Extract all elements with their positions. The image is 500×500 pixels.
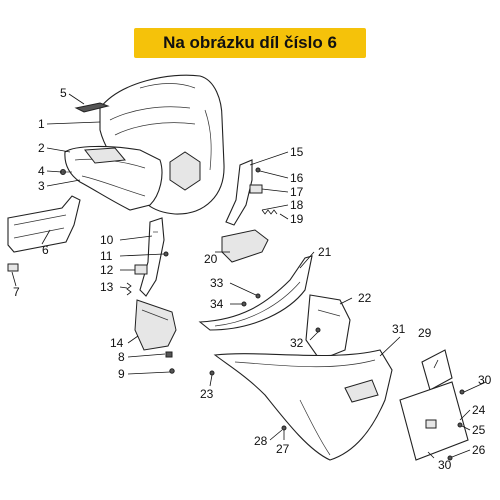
leader-lines [11, 93, 487, 459]
part-7-clip [7, 263, 19, 272]
part-15-19-upper-hinge [225, 159, 278, 226]
callout-28: 28 [254, 434, 268, 448]
part-22-32-central [305, 294, 351, 361]
callout-23: 23 [200, 387, 214, 401]
callout-24: 24 [472, 403, 486, 417]
title-text: Na obrázku díl číslo 6 [163, 33, 337, 52]
callout-29: 29 [418, 326, 432, 340]
part-20-small-lid [221, 229, 269, 263]
part-14-lid [134, 299, 177, 351]
callout-17: 17 [290, 185, 304, 199]
callout-14: 14 [110, 336, 124, 350]
callout-3: 3 [38, 179, 45, 193]
callout-32: 32 [290, 336, 304, 350]
callout-16: 16 [290, 171, 304, 185]
callout-7: 7 [13, 285, 20, 299]
part-31-mudguard [209, 349, 393, 461]
callout-2: 2 [38, 141, 45, 155]
part-10-12-bracket [134, 217, 169, 297]
part-13-spring [126, 282, 132, 296]
callout-31: 31 [392, 322, 406, 336]
callout-12: 12 [100, 263, 114, 277]
callout-26: 26 [472, 443, 486, 457]
callout-labels: 1 2 3 4 5 6 7 8 9 10 11 12 13 14 15 16 1… [13, 86, 492, 472]
callout-21: 21 [318, 245, 332, 259]
part-29-plate-bracket [399, 349, 469, 461]
callout-25: 25 [472, 423, 486, 437]
callout-30-top: 30 [478, 373, 492, 387]
callout-15: 15 [290, 145, 304, 159]
callout-33: 33 [210, 276, 224, 290]
part-5-badge [74, 102, 110, 113]
callout-4: 4 [38, 164, 45, 178]
callout-27: 27 [276, 442, 290, 456]
title-banner: Na obrázku díl číslo 6 [134, 28, 366, 58]
part-2-3-rail [64, 145, 163, 211]
callout-20: 20 [204, 252, 218, 266]
part-6-side-panel [7, 195, 81, 253]
callout-6: 6 [42, 243, 49, 257]
part-33-34-fasteners [241, 293, 261, 307]
part-21-trim [198, 255, 313, 331]
callout-10: 10 [100, 233, 114, 247]
callout-11: 11 [100, 249, 113, 263]
callout-1: 1 [38, 117, 45, 131]
callout-19: 19 [290, 212, 304, 226]
callout-34: 34 [210, 297, 224, 311]
callout-22: 22 [358, 291, 372, 305]
callout-18: 18 [290, 198, 304, 212]
callout-8: 8 [118, 350, 125, 364]
callout-13: 13 [100, 280, 114, 294]
part-8-9-fasteners [165, 351, 175, 374]
callout-5: 5 [60, 86, 67, 100]
callout-9: 9 [118, 367, 125, 381]
callout-30-bottom: 30 [438, 458, 452, 472]
